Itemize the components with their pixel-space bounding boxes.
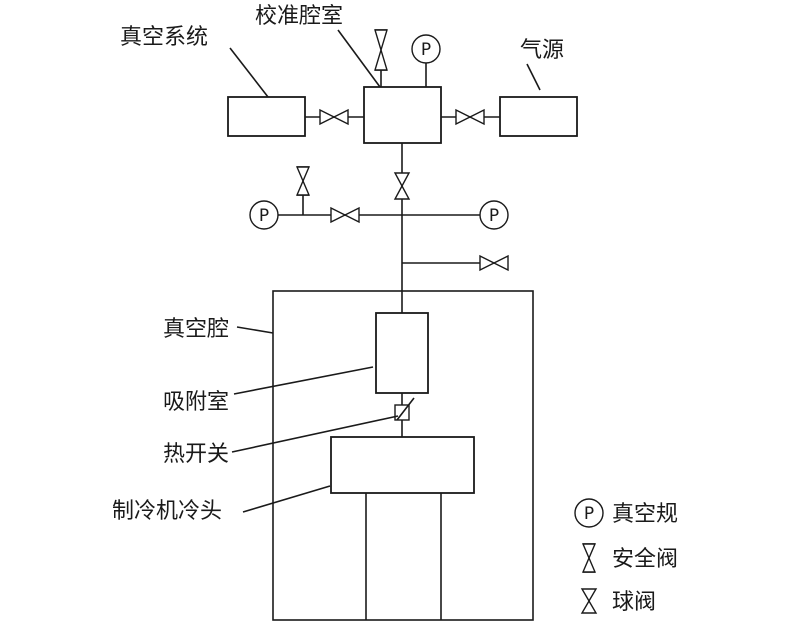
legend-label-ball-valve: 球阀 — [612, 590, 656, 615]
ball-valve-icon — [330, 206, 347, 224]
cold-head-box — [330, 436, 475, 494]
vacuum-chamber-label: 真空腔 — [163, 317, 229, 342]
vacuum-chamber-box — [272, 290, 534, 621]
vacuum-gauge-icon: P — [574, 498, 604, 528]
svg-text:P: P — [259, 206, 269, 226]
calibration-chamber-label: 校准腔室 — [255, 4, 343, 29]
gas-source-label: 气源 — [520, 38, 564, 63]
legend-label-safety-valve: 安全阀 — [612, 547, 678, 572]
vacuum-gauge-icon: P — [479, 200, 509, 230]
legend-label-gauge: 真空规 — [612, 502, 678, 527]
vacuum-system-box — [227, 96, 306, 137]
safety-valve-icon — [374, 29, 388, 71]
ball-valve-icon — [393, 172, 411, 188]
heat-switch-label: 热开关 — [163, 442, 229, 467]
svg-text:P: P — [584, 504, 594, 524]
ball-valve-icon — [479, 254, 496, 272]
adsorption-chamber-label: 吸附室 — [163, 390, 229, 415]
vacuum-system-label: 真空系统 — [120, 25, 208, 50]
adsorption-chamber-box — [375, 312, 429, 394]
ball-valve-icon — [455, 108, 472, 126]
legend: P 真空规 安全阀 球阀 — [574, 498, 678, 615]
ball-valve-icon — [580, 588, 598, 614]
vacuum-gauge-icon: P — [249, 200, 279, 230]
safety-valve-icon — [581, 543, 597, 573]
gas-source-box — [499, 96, 578, 137]
safety-valve-icon — [295, 166, 311, 196]
svg-text:P: P — [421, 40, 431, 60]
calibration-chamber-box — [363, 86, 442, 144]
vacuum-gauge-icon: P — [411, 34, 441, 64]
cryocooler-cold-head-label: 制冷机冷头 — [112, 499, 222, 524]
svg-text:P: P — [489, 206, 499, 226]
ball-valve-icon — [319, 108, 336, 126]
